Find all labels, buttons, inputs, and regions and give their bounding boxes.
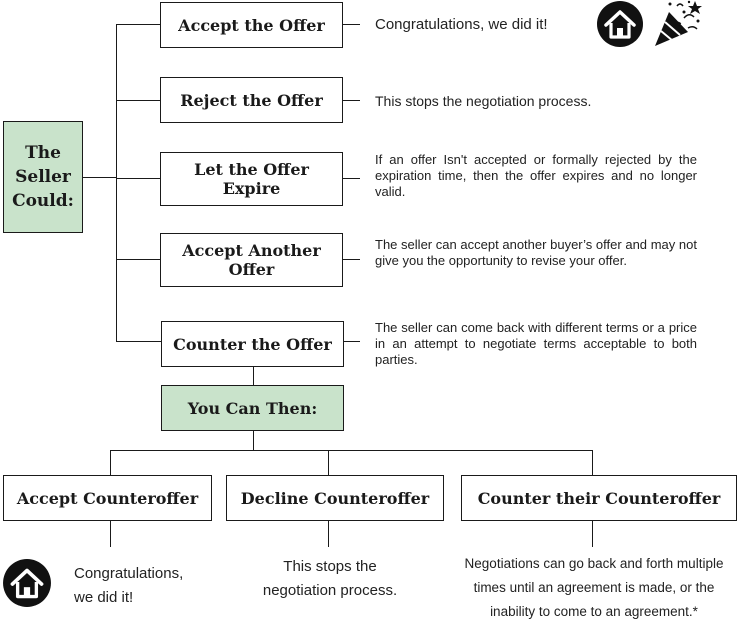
option-description: This stops the negotiation process. (375, 93, 592, 109)
then-label: You Can Then: (187, 398, 318, 418)
response-counter-counteroffer: Counter their Counteroffer (461, 475, 737, 521)
option-description: Congratulations, we did it! (375, 16, 548, 33)
counter-to-then-line (253, 367, 254, 385)
option-description: If an offer Isn't accepted or formally r… (375, 152, 697, 199)
desc-connector-4 (342, 259, 360, 260)
branch-4 (116, 259, 161, 260)
option-counter-offer: Counter the Offer (161, 321, 344, 367)
response-description: Negotiations can go back and forth multi… (464, 556, 724, 619)
response-accept-counteroffer: Accept Counteroffer (3, 475, 212, 521)
response-drop-3 (592, 450, 593, 475)
root-connector (82, 177, 117, 178)
response-description: This stops the negotiation process. (262, 558, 398, 599)
option-accept-another-offer: Accept Another Offer (160, 233, 343, 287)
desc-connector-3 (342, 178, 360, 179)
then-down-line (253, 431, 254, 451)
desc-connector-2 (342, 100, 360, 101)
root-label: The Seller Could: (12, 143, 74, 211)
responses-bar (110, 450, 592, 451)
desc-connector-1 (342, 24, 360, 25)
response-description: Congratulations, we did it! (74, 565, 184, 606)
option-reject-offer: Reject the Offer (160, 77, 343, 123)
then-node: You Can Then: (161, 385, 344, 431)
response-drop-1 (110, 450, 111, 475)
option-description: The seller can come back with different … (375, 320, 697, 367)
response-decline-counteroffer: Decline Counteroffer (226, 475, 444, 521)
root-node: The Seller Could: (3, 121, 83, 233)
option-label: Counter the Offer (173, 334, 332, 354)
response-label: Counter their Counteroffer (477, 488, 721, 508)
option-label: Accept the Offer (178, 15, 325, 35)
option-label: Let the Offer Expire (194, 160, 309, 198)
branch-1 (116, 24, 161, 25)
response-label: Decline Counteroffer (240, 488, 430, 508)
party-popper-icon (655, 0, 702, 46)
trunk-line (116, 24, 117, 342)
response-desc-line-1 (110, 521, 111, 547)
response-drop-2 (328, 450, 329, 475)
option-label: Accept Another Offer (182, 241, 321, 279)
branch-5 (116, 341, 162, 342)
branch-3 (116, 178, 161, 179)
response-desc-line-2 (328, 521, 329, 547)
house-icon (597, 1, 643, 47)
house-icon (3, 559, 51, 607)
response-desc-line-3 (592, 521, 593, 547)
response-label: Accept Counteroffer (16, 488, 199, 508)
desc-connector-5 (343, 341, 360, 342)
option-description: The seller can accept another buyer’s of… (375, 237, 697, 268)
option-label: Reject the Offer (180, 90, 323, 110)
option-let-offer-expire: Let the Offer Expire (160, 152, 343, 206)
option-accept-offer: Accept the Offer (160, 2, 343, 48)
branch-2 (116, 100, 161, 101)
